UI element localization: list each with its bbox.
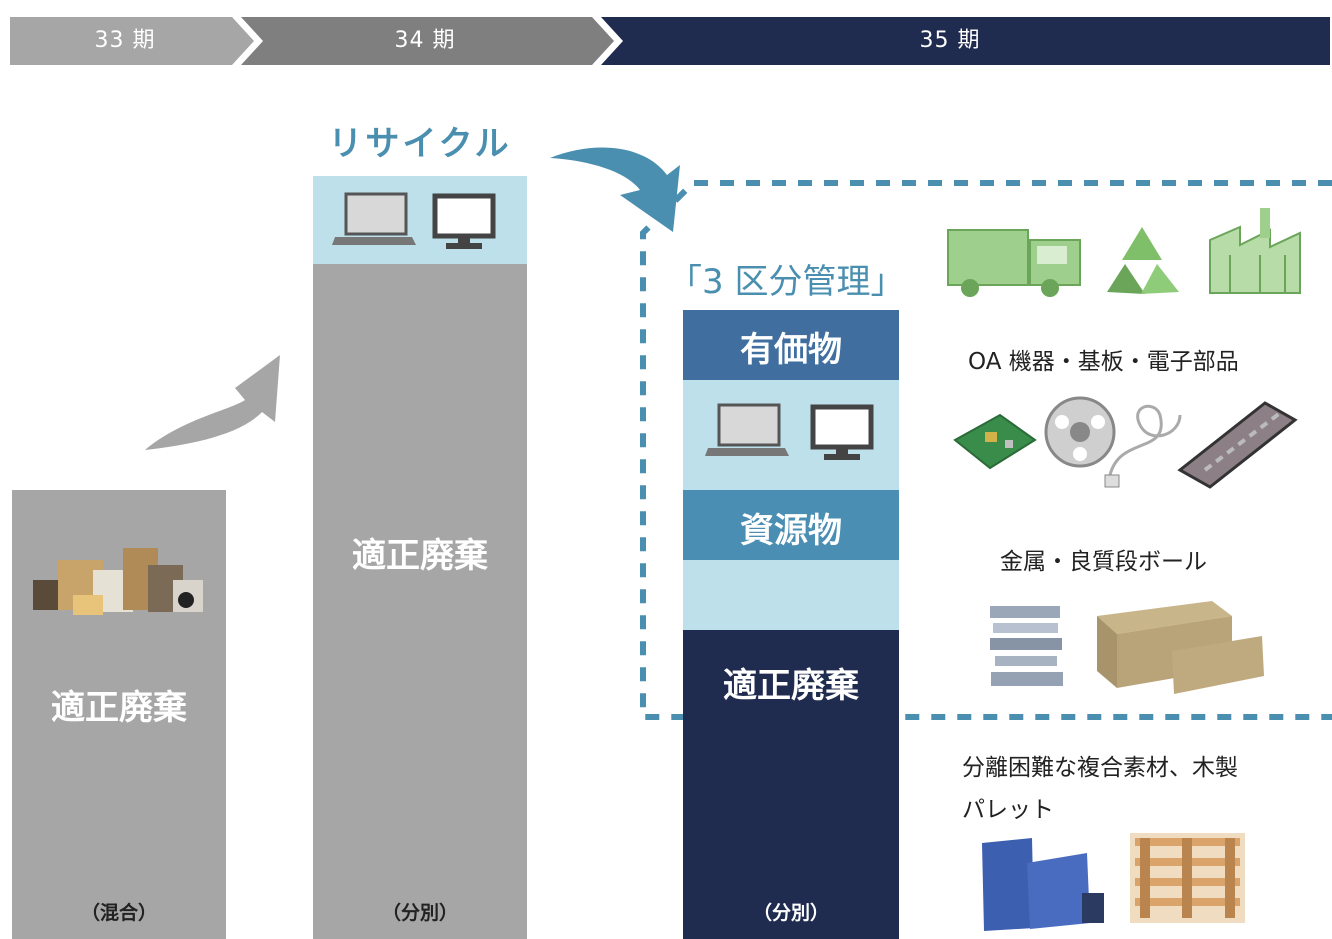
phase-34-label: 34 期	[394, 28, 456, 53]
phase-chevron-bar	[10, 17, 1330, 65]
phase-33-chevron	[10, 17, 254, 65]
laptop-icon	[705, 403, 789, 456]
resources-band	[683, 560, 899, 630]
three-category-frame	[640, 180, 1332, 720]
valuables-label: 有価物	[740, 330, 842, 370]
recycle-icon	[1107, 227, 1179, 294]
monitor-icon	[810, 404, 874, 460]
power-strip-icon	[1177, 401, 1298, 489]
wooden-pallet-icon	[1130, 833, 1245, 923]
gray-curved-arrow	[145, 355, 280, 450]
phase-33-label: 33 期	[94, 28, 156, 53]
phase-35-label: 35 期	[919, 28, 981, 53]
stage34-bar	[313, 264, 527, 939]
stage33-footer: （混合）	[80, 902, 157, 924]
cardboard-icon	[1097, 601, 1264, 694]
phase-35-chevron	[601, 17, 1330, 65]
resources-label: 資源物	[740, 511, 842, 551]
blue-curved-arrow	[550, 147, 680, 232]
truck-icon	[947, 229, 1081, 297]
stage33-bar	[12, 490, 226, 939]
stage34-label: 適正廃棄	[352, 536, 488, 576]
composite-caption-line1: 分離困難な複合素材、木製	[962, 755, 1238, 781]
oa-equipment-caption: OA 機器・基板・電子部品	[968, 349, 1239, 375]
metal-cardboard-caption: 金属・良質段ボール	[1000, 549, 1207, 575]
mixed-waste-icon	[33, 548, 203, 615]
stage35-footer: （分別）	[752, 902, 829, 924]
factory-icon	[1209, 208, 1301, 294]
three-category-title: 「3 区分管理」	[668, 262, 905, 302]
metal-scrap-icon	[990, 606, 1063, 686]
laptop-icon	[332, 192, 416, 245]
cable-icon	[1104, 404, 1182, 488]
reel-icon	[1044, 396, 1116, 468]
disposal-block	[683, 630, 899, 939]
disposal-label: 適正廃棄	[723, 666, 859, 706]
monitor-icon	[432, 193, 496, 249]
circuit-board-icon	[953, 413, 1037, 470]
composite-caption-line2: パレット	[962, 797, 1054, 823]
phase-34-chevron	[241, 17, 614, 65]
stage34-recycle-title: リサイクル	[328, 124, 512, 164]
resources-block	[683, 490, 899, 560]
stage33-label: 適正廃棄	[51, 688, 187, 728]
stage34-footer: （分別）	[381, 902, 458, 924]
composite-material-icon	[982, 838, 1104, 931]
valuables-block	[683, 310, 899, 380]
